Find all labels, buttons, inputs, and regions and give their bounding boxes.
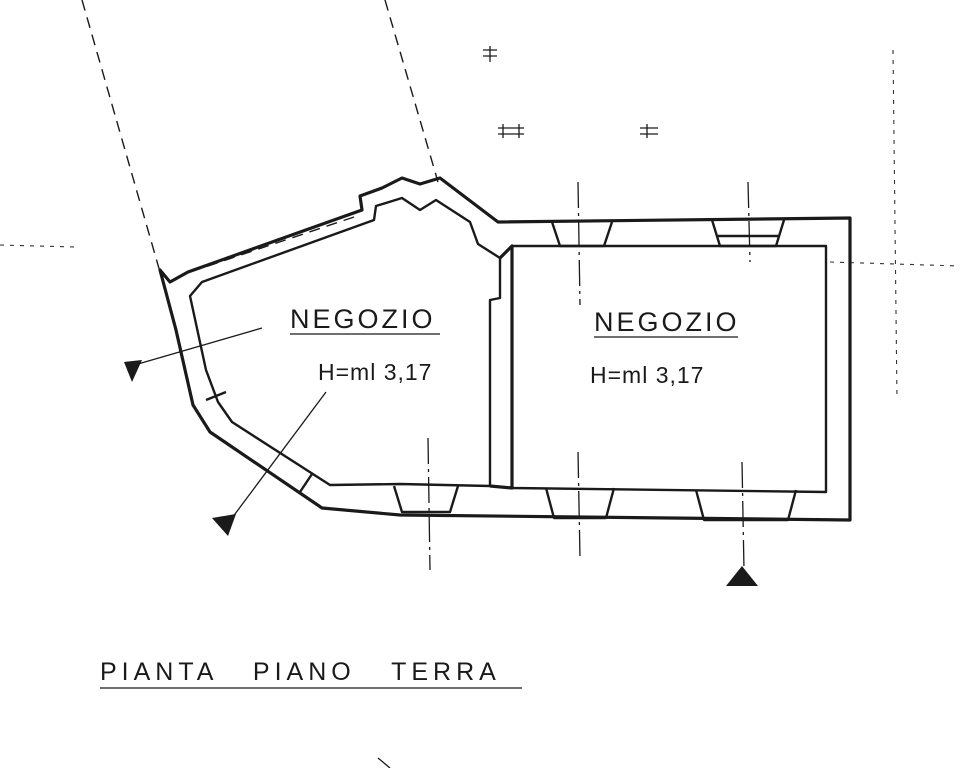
room-right-name: NEGOZIO (594, 307, 740, 337)
property-boundary (0, 0, 961, 401)
construction-axes (427, 181, 751, 571)
room-right: NEGOZIO H=ml 3,17 (590, 307, 740, 388)
drawing-title: PIANTA PIANO TERRA (100, 658, 501, 686)
room-right-height: H=ml 3,17 (590, 362, 704, 388)
drawing-title-block: PIANTA PIANO TERRA (100, 658, 522, 689)
room-left-name: NEGOZIO (290, 304, 436, 334)
room-left-height: H=ml 3,17 (318, 359, 432, 385)
wall-openings (205, 219, 798, 522)
exterior-walls (158, 176, 852, 522)
section-cut-lines (124, 327, 758, 768)
survey-marks (483, 46, 658, 138)
room-left: NEGOZIO H=ml 3,17 (290, 304, 440, 385)
